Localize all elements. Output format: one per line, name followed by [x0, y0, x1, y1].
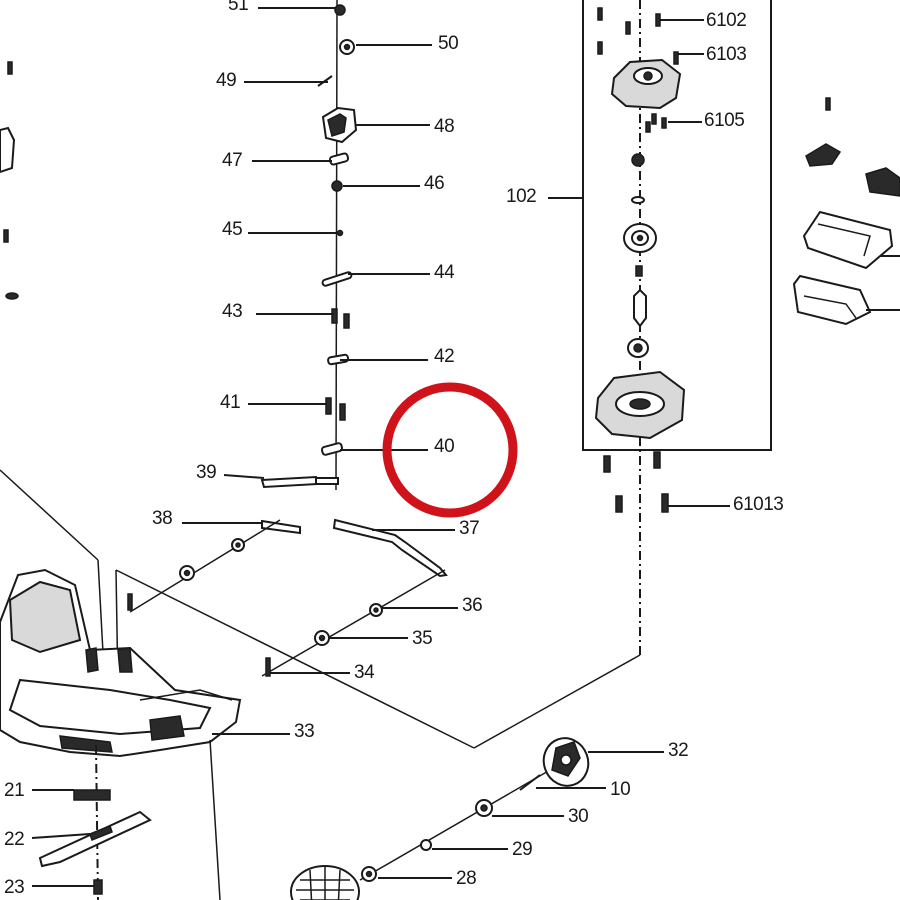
- part-39-bar: [223, 474, 339, 489]
- callout-32: 32: [668, 740, 688, 761]
- callout-61013: 61013: [733, 494, 783, 515]
- part-22-blade: [31, 810, 152, 868]
- assembly-axis-handle: [335, 0, 338, 491]
- callout-51: 51: [228, 0, 248, 15]
- callout-6105: 6105: [704, 110, 744, 131]
- callout-47: 47: [222, 150, 242, 171]
- callout-35: 35: [412, 628, 432, 649]
- part-38: [182, 519, 301, 535]
- part-50-washer: [339, 39, 432, 55]
- callout-labels: 51 50 49 48 47 46 45 44 43 42 41 40 39 3…: [4, 0, 784, 898]
- left-side-parts: [0, 61, 19, 300]
- part-36: [369, 603, 458, 617]
- callout-22: 22: [4, 829, 24, 850]
- part-34: [265, 657, 350, 677]
- part-102-motor-assembly: [548, 0, 772, 655]
- part-35: [314, 630, 408, 646]
- callout-6102: 6102: [706, 10, 746, 31]
- callout-102: 102: [506, 186, 536, 207]
- part-45: [248, 229, 344, 237]
- callout-45: 45: [222, 219, 242, 240]
- part-33-deck: [0, 568, 290, 900]
- callout-28: 28: [456, 868, 476, 889]
- part-10: [519, 774, 606, 791]
- assembly-axis-wheel: [359, 769, 551, 881]
- callout-48: 48: [434, 116, 454, 137]
- part-29: [420, 839, 508, 851]
- callout-21: 21: [4, 780, 24, 801]
- callout-50: 50: [438, 33, 458, 54]
- part-41-bolts: [248, 397, 346, 421]
- part-28: [361, 866, 452, 882]
- callout-42: 42: [434, 346, 454, 367]
- assembly-axis-left: [129, 519, 281, 613]
- part-46: [331, 180, 420, 192]
- callout-46: 46: [424, 173, 444, 194]
- part-48-clamp: [321, 106, 430, 144]
- part-21: [32, 789, 111, 801]
- callout-40: 40: [434, 436, 454, 457]
- callout-44: 44: [434, 262, 455, 283]
- part-51: [258, 4, 346, 16]
- rear-wheel: [290, 865, 360, 900]
- part-47: [252, 152, 350, 166]
- part-left-washers: [127, 538, 245, 611]
- callout-29: 29: [512, 839, 532, 860]
- callout-38: 38: [152, 508, 172, 529]
- callout-39: 39: [196, 462, 216, 483]
- callout-23: 23: [4, 877, 24, 898]
- callout-49: 49: [216, 70, 236, 91]
- part-42: [327, 353, 428, 366]
- callout-6103: 6103: [706, 44, 746, 65]
- callout-43: 43: [222, 301, 242, 322]
- callout-10: 10: [610, 779, 630, 800]
- right-side-parts: [792, 97, 900, 326]
- callout-30: 30: [568, 806, 588, 827]
- part-32-wheel-cap: [542, 737, 664, 787]
- assembly-axis-right: [261, 569, 446, 677]
- highlight-circle: [382, 382, 518, 518]
- part-44-rod: [321, 271, 430, 287]
- part-37-bracket: [332, 518, 455, 578]
- part-40: [320, 442, 428, 456]
- part-43-bolts: [256, 308, 350, 329]
- callout-37: 37: [459, 518, 479, 539]
- part-49-pin: [244, 75, 333, 87]
- part-30: [475, 799, 564, 817]
- callout-36: 36: [462, 595, 482, 616]
- callout-41: 41: [220, 392, 240, 413]
- callout-34: 34: [354, 662, 375, 683]
- part-23: [32, 879, 103, 895]
- assembly-axis-blade: [95, 744, 99, 900]
- callout-33: 33: [294, 721, 314, 742]
